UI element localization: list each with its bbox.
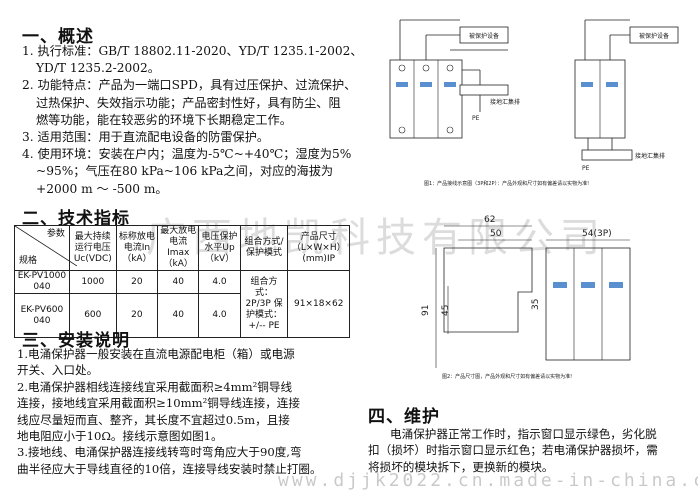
- install-line: 1.电涌保护器一般安装在直流电源配电柜（箱）或电源: [17, 347, 295, 361]
- front-view-outline: [545, 247, 631, 361]
- corner-top-label: 参数: [46, 229, 65, 239]
- cell-up: 4.0: [198, 270, 241, 294]
- dim-62: 62: [484, 215, 495, 225]
- maintenance-line: 电涌保护器正常工作时，指示窗口显示绿色，劣化脱: [390, 427, 657, 441]
- dim-91: 91: [421, 305, 431, 316]
- ground-bar-label-left: 接地汇集排: [490, 98, 520, 106]
- cell-combo: 组合方式：2P/3P 保护模式：+/-- PE: [239, 270, 289, 338]
- table-row: EK-PV1000 040 1000 20 40 4.0 组合方式：2P/3P …: [14, 270, 350, 338]
- col-header: 标称放电电流In（kA）: [115, 225, 159, 271]
- cell-uc: 1000: [68, 270, 117, 294]
- overview-line: 1. 执行标准：GB/T 18802.11-2020、YD/T 1235.1-2…: [22, 44, 363, 58]
- install-line: 3.接地线、电涌保护器连接线转弯时弯角应大于90度,弯: [17, 445, 302, 460]
- overview-line: YD/T 1235.2-2002。: [36, 61, 160, 76]
- install-line: 开关、入口处。: [17, 363, 99, 378]
- overview-line: 过热保护、失效指示功能；产品密封性好，具有防尘、阻: [36, 95, 341, 110]
- cell-model: EK-PV600 040: [14, 293, 70, 338]
- col-header: 电压保护水平Up（kV）: [198, 225, 241, 271]
- dim-35: 35: [531, 299, 541, 310]
- dim-45: 45: [441, 305, 451, 316]
- overview-line: 2. 功能特点：产品为一端口SPD，具有过压保护、过流保护、: [22, 78, 357, 93]
- table-corner: 参数 规格: [14, 225, 77, 271]
- dimension-drawing: 62 50 91 45 35 54(3P): [421, 215, 631, 368]
- maintenance-title: 四、维护: [368, 407, 440, 427]
- overview-line: 3. 适用范围：用于直流配电设备的防雷保护。: [22, 130, 270, 145]
- overview-line: ~95%；气压在80 kPa~106 kPa之间，对应的海拔为: [36, 164, 334, 179]
- ground-bar-left: [459, 84, 509, 96]
- watermark-url: www.djjk2022.cn.made-in-china.com: [278, 470, 698, 491]
- cell-imax: 40: [157, 293, 200, 338]
- install-body: 1.电涌保护器一般安装在直流电源配电柜（箱）或电源 开关、入口处。 2.电涌保护…: [17, 346, 322, 477]
- watermark-company: 广西地凯科技有限公司: [146, 215, 606, 261]
- overview-line: +2000 m ～ -500 m。: [36, 181, 168, 196]
- overview-line: 燃等功能，能在较恶劣的环境下长期稳定工作。: [36, 112, 292, 127]
- cell-size: 91×18×62: [287, 270, 350, 338]
- cell-in: 20: [115, 270, 159, 294]
- overview-line: 4. 使用环境：安装在户内；温度为-5℃~+40℃；湿度为5%: [22, 147, 352, 162]
- wiring-diagram-2p: 被保护设备 接地汇集排 PE: [574, 19, 679, 172]
- col-header: 最大放电电流Imax（kA）: [157, 225, 200, 271]
- spec-table: 参数 规格 最大持续运行电压Uc(VDC) 标称放电电流In（kA） 最大放电电…: [14, 225, 350, 338]
- fig2-caption: 图2：产品尺寸图，产品外观和尺寸如有偏差请以实物为准!: [442, 373, 572, 380]
- side-view-outline: [443, 247, 533, 333]
- wiring-diagram-3p: 被保护设备 接地汇集排 PE: [389, 19, 520, 139]
- pe-label-right: PE: [582, 165, 590, 172]
- col-header: 组合方式/保护模式: [239, 225, 289, 271]
- cell-up: 4.0: [198, 293, 241, 338]
- wiring-and-dimension-diagram: 被保护设备 接地汇集排 PE 被保护设备: [389, 19, 679, 380]
- dim-50: 50: [490, 229, 502, 239]
- pe-label-left: PE: [472, 115, 480, 122]
- protected-device-label-left: 被保护设备: [469, 32, 499, 40]
- install-line: 2.电涌保护器相线连接线宜采用截面积≥4mm²铜导线: [17, 379, 293, 394]
- install-line: 线应尽量短而直、整齐，其长度不宜超过0.5m，且接: [17, 412, 290, 427]
- fig1-caption: 图1：产品接线示意图（3P和2P）：产品外观和尺寸如有偏差请以实物为准!: [424, 180, 589, 187]
- protected-device-label-right: 被保护设备: [639, 32, 669, 40]
- cell-in: 20: [115, 293, 159, 338]
- cell-model: EK-PV1000 040: [14, 270, 70, 294]
- overview-body: 1. 执行标准：GB/T 18802.11-2020、YD/T 1235.1-2…: [22, 43, 363, 198]
- spd-module-3p: [389, 59, 463, 139]
- ground-bar-label-right: 接地汇集排: [635, 152, 665, 160]
- install-line: 连接，接地线宜采用截面积≥10mm²铜导线连接，连接: [17, 396, 300, 411]
- cell-imax: 40: [157, 270, 200, 294]
- corner-bottom-label: 规格: [19, 256, 38, 266]
- ground-bar-right: [581, 149, 633, 161]
- col-header: 产品尺寸（L×W×H）(mm)IP: [287, 225, 350, 271]
- install-line: 曲半径应大于导线直径的10倍，连接导线安装时禁止打圈。: [17, 461, 322, 476]
- dim-54: 54(3P): [582, 229, 612, 239]
- table-row: EK-PV600 040 600 20 40 4.0: [14, 293, 350, 338]
- maintenance-body: 电涌保护器正常工作时，指示窗口显示绿色，劣化脱 扣（损坏）时指示窗口显示红色；若…: [368, 426, 658, 475]
- install-title: 三、安装说明: [22, 331, 130, 351]
- specs-title: 二、技术指标: [22, 209, 130, 229]
- maintenance-line: 扣（损坏）时指示窗口显示红色；若电涌保护器损坏，需: [368, 443, 658, 458]
- install-line: 地电阻应小于10Ω。接线示意图如图1。: [17, 429, 223, 444]
- maintenance-line: 将损坏的模块拆下，更换新的模块。: [368, 459, 554, 474]
- overview-title: 一、概述: [22, 27, 94, 47]
- cell-uc: 600: [68, 293, 117, 338]
